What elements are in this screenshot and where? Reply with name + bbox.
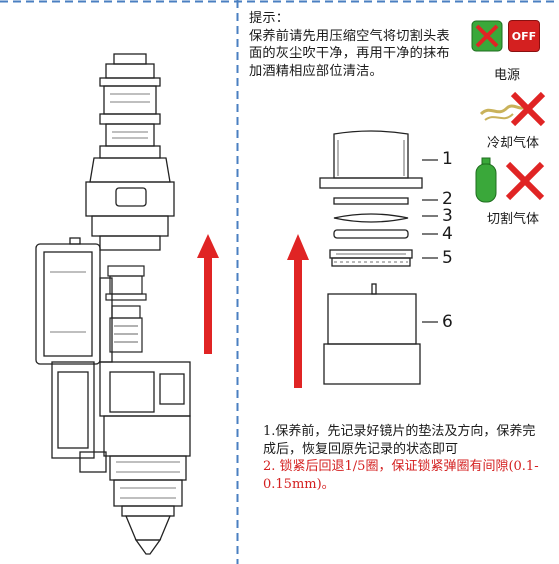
power-on-icon	[471, 20, 503, 52]
hint-text: 保养前请先用压缩空气将切割头表面的灰尘吹干净，再用干净的抹布加酒精相应部位清洁。	[249, 28, 450, 79]
note-step-2: 2. 锁紧后回退1/5圈，保证锁紧弹圈有间隙(0.1-0.15mm)。	[263, 459, 539, 492]
cutting-gas-label: 切割气体	[486, 212, 539, 227]
cooling-gas-label: 冷却气体	[486, 136, 539, 151]
maintenance-notes: 1.保养前，先记录好镜片的垫法及方向，保养完成后，恢复回原先记录的状态即可 2.…	[263, 423, 548, 493]
part-leader-lines	[422, 159, 438, 323]
exploded-lens-module	[319, 130, 423, 385]
hint-label: 提示：	[249, 11, 290, 26]
cutting-gas-icon	[475, 157, 545, 203]
part-number-2: 2	[442, 189, 453, 209]
left-up-arrow	[197, 234, 219, 354]
top-dashed-border	[0, 0, 559, 3]
cooling-gas-icon	[479, 91, 546, 127]
center-dashed-divider	[236, 0, 239, 564]
maintenance-hint: 提示： 保养前请先用压缩空气将切割头表面的灰尘吹干净，再用干净的抹布加酒精相应部…	[249, 10, 461, 80]
part-number-6: 6	[442, 312, 453, 332]
part-number-4: 4	[442, 224, 453, 244]
right-up-arrow	[287, 234, 309, 388]
power-off-icon: OFF	[508, 20, 540, 52]
part-number-1: 1	[442, 149, 453, 169]
power-label: 电源	[493, 68, 520, 83]
cutting-head-illustration	[35, 53, 191, 555]
part-number-5: 5	[442, 248, 453, 268]
note-step-1: 1.保养前，先记录好镜片的垫法及方向，保养完成后，恢复回原先记录的状态即可	[263, 424, 536, 457]
part-number-3: 3	[442, 206, 453, 226]
